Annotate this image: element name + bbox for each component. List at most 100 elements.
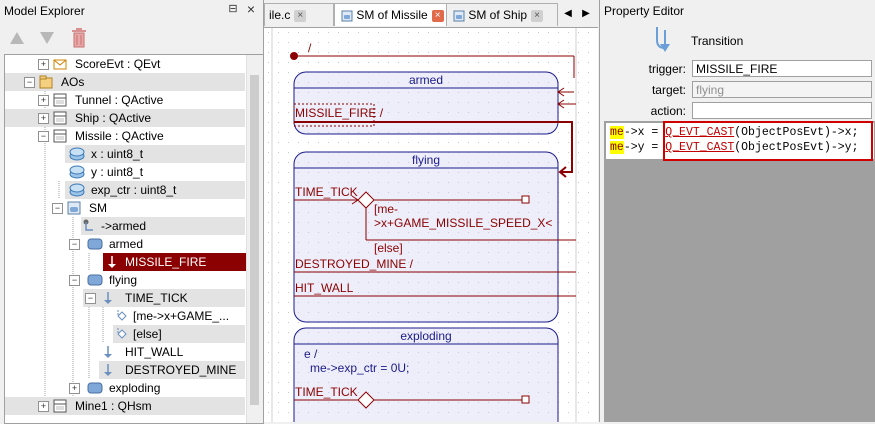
- state-icon: [87, 381, 103, 395]
- tab-missile-c[interactable]: ile.c×: [264, 3, 334, 26]
- close-tab-icon[interactable]: ×: [431, 9, 444, 22]
- guard-line-1: [me-: [374, 202, 398, 216]
- move-down-button[interactable]: [36, 27, 58, 49]
- tree-item[interactable]: − SM: [5, 199, 245, 217]
- state-machine-icon: [453, 10, 465, 22]
- transition-icon: [101, 363, 115, 377]
- tab-scroll-right-icon[interactable]: ▶: [582, 8, 590, 19]
- tree-item[interactable]: y : uint8_t: [65, 163, 245, 181]
- tab-label: SM of Missile: [356, 8, 428, 22]
- state-icon: [87, 237, 103, 251]
- scrollbar-thumb[interactable]: [250, 75, 259, 405]
- class-icon: [53, 129, 67, 143]
- tree-item[interactable]: + ScoreEvt : QEvt: [5, 55, 245, 73]
- transition-icon: [101, 291, 115, 305]
- target-field: flying: [692, 81, 872, 98]
- class-icon: [53, 399, 67, 413]
- model-explorer-title: Model Explorer: [4, 4, 85, 18]
- transition-icon: [101, 345, 115, 359]
- move-up-button[interactable]: [6, 27, 28, 49]
- delete-button[interactable]: [68, 27, 90, 49]
- tree-item-selected[interactable]: MISSILE_FIRE: [103, 253, 248, 271]
- state-exploding[interactable]: exploding: [293, 327, 559, 422]
- float-panel-icon[interactable]: ⊟: [228, 3, 238, 15]
- entry-action-e: e /: [304, 347, 318, 361]
- tree-item[interactable]: exp_ctr : uint8_t: [65, 181, 245, 199]
- entry-action-code: me->exp_ctr = 0U;: [310, 361, 409, 375]
- initial-transition-icon: [83, 219, 97, 233]
- state-icon: [87, 273, 103, 287]
- state-armed-title: armed: [409, 73, 443, 87]
- state-armed[interactable]: armed: [293, 71, 559, 135]
- close-tab-icon[interactable]: ×: [531, 9, 544, 22]
- highlight-box: [663, 121, 873, 161]
- document-tabs: ile.c× SM of Missile× SM of Ship× ◀ ▶: [264, 0, 598, 28]
- trigger-input[interactable]: MISSILE_FIRE: [692, 60, 872, 77]
- tab-label: ile.c: [269, 8, 291, 22]
- tree-item[interactable]: + Tunnel : QActive: [5, 91, 245, 109]
- tree-scrollbar[interactable]: [246, 55, 263, 423]
- code-line-2: me->y = Q_EVT_CAST(ObjectPosEvt)->y;: [610, 141, 859, 154]
- transition-missile-fire[interactable]: MISSILE_FIRE /: [293, 103, 573, 178]
- attribute-icon: [69, 165, 85, 179]
- trash-icon: [72, 28, 86, 48]
- class-icon: [53, 111, 67, 125]
- tree-item[interactable]: − TIME_TICK: [83, 289, 245, 307]
- state-flying[interactable]: flying: [293, 151, 559, 323]
- tree-item[interactable]: − AOs: [5, 73, 245, 91]
- action-code-editor[interactable]: me->x = Q_EVT_CAST(ObjectPosEvt)->x; me-…: [604, 121, 875, 422]
- transition-time-tick-label: TIME_TICK: [295, 185, 358, 199]
- close-tab-icon[interactable]: ×: [294, 9, 307, 22]
- class-icon: [53, 93, 67, 107]
- tree-item[interactable]: − flying: [5, 271, 245, 289]
- transition-time-tick2-label: TIME_TICK: [295, 385, 358, 399]
- model-tree: + ScoreEvt : QEvt − AOs + Tunnel : QActi…: [4, 54, 264, 424]
- state-flying-title: flying: [412, 153, 440, 167]
- element-kind: Transition: [691, 34, 744, 48]
- guard-icon: [115, 327, 129, 341]
- tree-item[interactable]: [else]: [113, 325, 245, 343]
- target-label: target:: [651, 83, 686, 97]
- transition-icon: [656, 27, 670, 52]
- tree-item[interactable]: + exploding: [5, 379, 245, 397]
- tree-item[interactable]: DESTROYED_MINE: [99, 361, 245, 379]
- tab-sm-of-missile[interactable]: SM of Missile×: [334, 3, 448, 26]
- event-icon: [53, 57, 67, 71]
- model-explorer-panel: Model Explorer ⊟ ×: [0, 0, 264, 424]
- trigger-label: trigger:: [648, 62, 686, 76]
- transition-icon: [105, 255, 119, 269]
- tree-item[interactable]: HIT_WALL: [99, 343, 245, 361]
- tree-item[interactable]: − Missile : QActive: [5, 127, 245, 145]
- code-line-1: me->x = Q_EVT_CAST(ObjectPosEvt)->x;: [610, 126, 859, 139]
- tree-item[interactable]: [me->x+GAME_...: [113, 307, 245, 325]
- state-machine-icon: [67, 201, 81, 215]
- arrow-up-icon: [10, 32, 24, 44]
- transition-missile-fire-label: MISSILE_FIRE /: [295, 106, 384, 120]
- state-diagram[interactable]: / armed MISSILE_FIRE / flying TIME_TICK: [264, 28, 598, 422]
- tree-item[interactable]: + Ship : QActive: [5, 109, 245, 127]
- tab-sm-of-ship[interactable]: SM of Ship×: [446, 3, 558, 26]
- action-label: action:: [650, 104, 686, 118]
- tree-item[interactable]: ->armed: [81, 217, 245, 235]
- attribute-icon: [69, 183, 85, 197]
- property-editor-title: Property Editor: [604, 4, 685, 18]
- state-exploding-title: exploding: [400, 329, 451, 343]
- guard-else: [else]: [374, 241, 403, 255]
- tree-item[interactable]: + Mine1 : QHsm: [5, 397, 245, 415]
- tree-item[interactable]: − armed: [5, 235, 245, 253]
- transition-hit-wall-label: HIT_WALL: [295, 281, 354, 295]
- property-editor-panel: Property Editor Transition trigger: MISS…: [599, 0, 875, 422]
- guard-line-2: >x+GAME_MISSILE_SPEED_X<: [374, 216, 552, 230]
- tab-scroll-left-icon[interactable]: ◀: [564, 8, 572, 19]
- transition-destroyed-mine-label: DESTROYED_MINE /: [295, 257, 414, 271]
- close-panel-icon[interactable]: ×: [246, 1, 256, 17]
- action-input[interactable]: [692, 102, 872, 119]
- guard-icon: [115, 309, 129, 323]
- code-text-area[interactable]: me->x = Q_EVT_CAST(ObjectPosEvt)->x; me-…: [606, 121, 874, 161]
- explorer-toolbar: [0, 24, 262, 52]
- attribute-icon: [69, 147, 85, 161]
- tab-label: SM of Ship: [468, 8, 528, 22]
- state-machine-icon: [341, 10, 353, 22]
- diagram-canvas[interactable]: / armed MISSILE_FIRE / flying TIME_TICK: [264, 28, 598, 422]
- tree-item[interactable]: x : uint8_t: [65, 145, 245, 163]
